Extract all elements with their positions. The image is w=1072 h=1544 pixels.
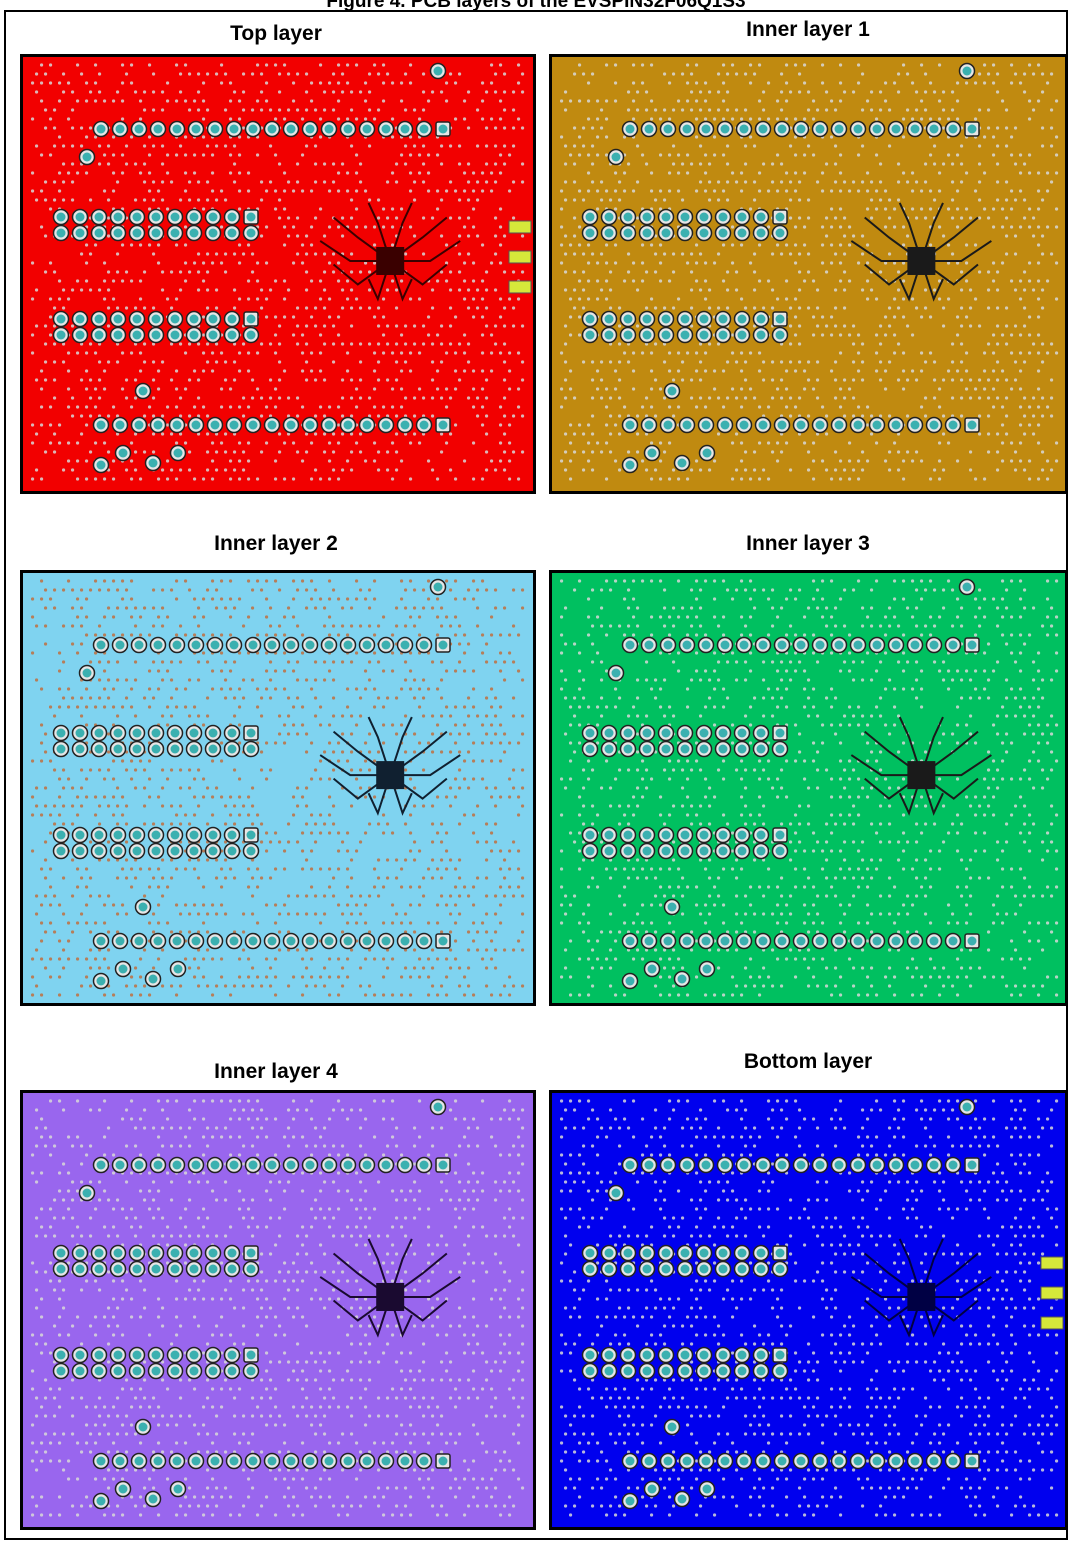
title-inner-layer-1: Inner layer 1 — [746, 18, 870, 41]
board-top-layer — [20, 54, 536, 494]
title-inner-layer-2: Inner layer 2 — [214, 532, 338, 555]
title-inner-layer-3: Inner layer 3 — [746, 532, 870, 555]
pcb-artwork — [552, 573, 1065, 1003]
pcb-artwork — [23, 57, 533, 491]
caption-clip: Figure 4. PCB layers of the EVSPIN32F06Q… — [4, 0, 1068, 10]
pcb-artwork — [552, 57, 1065, 491]
title-inner-layer-4: Inner layer 4 — [214, 1060, 338, 1083]
board-inner-layer-3 — [549, 570, 1068, 1006]
board-inner-layer-2 — [20, 570, 536, 1006]
board-bottom-layer — [549, 1090, 1068, 1530]
pcb-artwork — [23, 1093, 533, 1527]
board-inner-layer-1 — [549, 54, 1068, 494]
pcb-artwork — [23, 573, 533, 1003]
title-top-layer: Top layer — [230, 22, 322, 45]
board-inner-layer-4 — [20, 1090, 536, 1530]
title-bottom-layer: Bottom layer — [743, 1050, 873, 1073]
figure-caption: Figure 4. PCB layers of the EVSPIN32F06Q… — [4, 0, 1068, 10]
pcb-artwork — [552, 1093, 1065, 1527]
